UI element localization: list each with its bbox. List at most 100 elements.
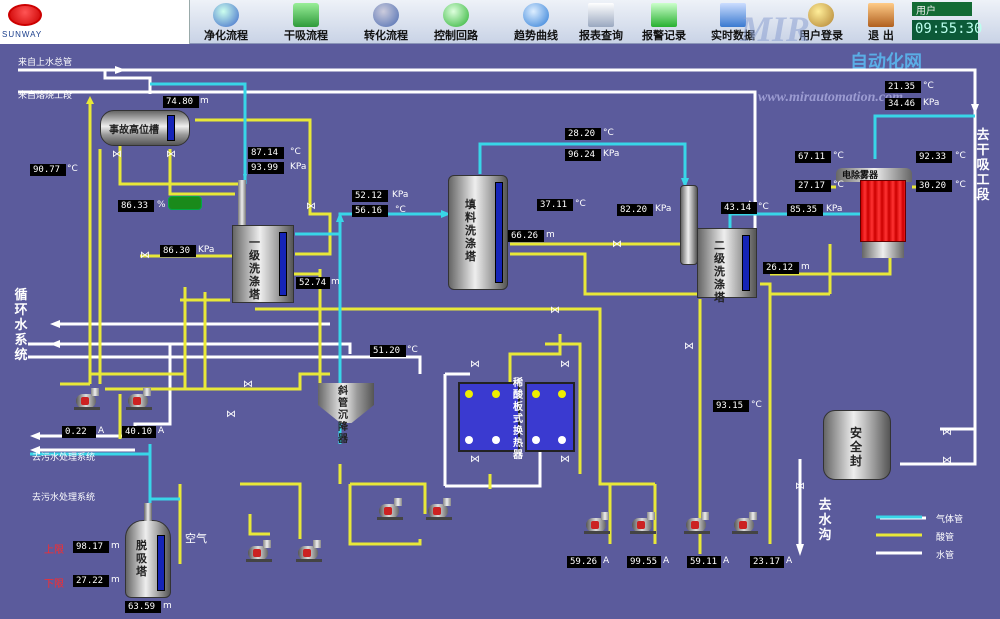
valve-icon[interactable]: ⋈: [942, 427, 952, 438]
exchanger-port: [558, 436, 566, 444]
pump-7[interactable]: [584, 512, 612, 534]
tower-level-bar: [157, 535, 165, 591]
esp-top-cap: [836, 168, 912, 182]
acid-pipes: [60, 102, 935, 564]
readout-pump-current: 40.10: [122, 426, 156, 438]
pump-1[interactable]: [74, 388, 102, 410]
electrostatic-mist-precipitator[interactable]: [860, 180, 906, 242]
nav-user-login[interactable]: 用户登录: [790, 0, 852, 44]
report-query-icon: [588, 3, 614, 27]
valve-icon[interactable]: ⋈: [560, 359, 570, 370]
gas-riser-pipe: [680, 185, 698, 265]
nav-control-loop[interactable]: 控制回路: [425, 0, 487, 44]
top-toolbar: SUNWAY 净化流程 干吸流程 转化流程 控制回路 趋势曲线 报表查询 报警记…: [0, 0, 1000, 44]
exchanger-port: [492, 390, 500, 398]
valve-icon[interactable]: ⋈: [470, 454, 480, 465]
trend-curve-icon: [523, 3, 549, 27]
pipe-label-air: 空气: [185, 532, 207, 545]
readout-pressure: 34.46: [885, 98, 921, 110]
nav-realtime-data[interactable]: 实时数据: [702, 0, 764, 44]
safety-seal-tank[interactable]: 安全封: [823, 410, 891, 480]
nav-report-query[interactable]: 报表查询: [570, 0, 632, 44]
valve-icon[interactable]: ⋈: [470, 359, 480, 370]
pipe-label-from-boiler: 来自熔烧工段: [18, 91, 73, 101]
exchanger-port: [465, 436, 473, 444]
system-clock: 09:55:30: [912, 20, 982, 40]
readout-tower-level: 26.12: [763, 262, 799, 274]
company-logo: SUNWAY: [0, 0, 190, 44]
pump-8[interactable]: [630, 512, 658, 534]
purify-flow-icon: [213, 3, 239, 27]
pipe-label-sewer-1: 去污水处理系统: [32, 453, 96, 463]
tower-inlet-nozzle: [238, 180, 246, 225]
nav-exit[interactable]: 退 出: [855, 0, 907, 44]
accident-high-tank[interactable]: 事故高位槽: [100, 110, 190, 146]
pump-4[interactable]: [426, 498, 454, 520]
pump-6[interactable]: [296, 540, 324, 562]
readout-temp: 90.77: [30, 164, 66, 176]
readout-pressure: 96.24: [565, 149, 601, 161]
pump-9[interactable]: [684, 512, 712, 534]
readout-temp: 93.15: [713, 400, 749, 412]
readout-temp: 92.33: [916, 151, 952, 163]
readout-temp: 30.20: [916, 180, 952, 192]
control-loop-icon: [443, 3, 469, 27]
user-login-icon: [808, 3, 834, 27]
readout-pressure: 52.12: [352, 190, 388, 202]
readout-pump-current: 59.26: [567, 556, 601, 568]
pipe-label-sewer-2: 去污水处理系统: [32, 493, 96, 503]
readout-tower-level: 52.74: [296, 277, 330, 289]
pump-5[interactable]: [246, 540, 274, 562]
realtime-data-icon: [720, 3, 746, 27]
regulating-valve-actuator[interactable]: [168, 196, 202, 210]
exchanger-label: 稀酸板式换热器: [513, 378, 523, 461]
legend-acid-pipe: 酸管: [936, 533, 955, 543]
nav-alarm-record[interactable]: 报警记录: [633, 0, 695, 44]
esp-bottom-cone: [862, 242, 904, 258]
exit-icon: [868, 3, 894, 27]
logo-brand-text: SUNWAY: [2, 30, 43, 39]
pump-10[interactable]: [732, 512, 760, 534]
valve-icon[interactable]: ⋈: [112, 149, 122, 160]
valve-icon[interactable]: ⋈: [243, 379, 253, 390]
valve-icon[interactable]: ⋈: [306, 201, 316, 212]
desorption-tower[interactable]: 脱吸塔: [125, 520, 171, 598]
valve-icon[interactable]: ⋈: [560, 454, 570, 465]
readout-temp: 51.20: [370, 345, 406, 357]
nav-purify-flow[interactable]: 净化流程: [195, 0, 257, 44]
valve-icon[interactable]: ⋈: [684, 341, 694, 352]
nav-trend-curve[interactable]: 趋势曲线: [505, 0, 567, 44]
readout-esp-voltage: 27.17: [795, 180, 831, 192]
readout-valve-opening: 86.33: [118, 200, 154, 212]
readout-temp: 21.35: [885, 81, 921, 93]
valve-icon[interactable]: ⋈: [226, 409, 236, 420]
exchanger-port: [465, 390, 473, 398]
nav-dry-absorb-flow[interactable]: 干吸流程: [275, 0, 337, 44]
pump-2[interactable]: [126, 388, 154, 410]
readout-pump-current: 0.22: [62, 426, 96, 438]
packed-wash-tower[interactable]: 填料洗涤塔: [448, 175, 508, 290]
valve-icon[interactable]: ⋈: [612, 239, 622, 250]
tower-level-bar: [495, 182, 503, 283]
logo-emblem: [8, 4, 42, 26]
alarm-record-icon: [651, 3, 677, 27]
valve-icon[interactable]: ⋈: [140, 250, 150, 261]
readout-pressure: 82.20: [617, 204, 653, 216]
valve-icon[interactable]: ⋈: [550, 305, 560, 316]
valve-icon[interactable]: ⋈: [166, 149, 176, 160]
readout-pump-current: 59.11: [687, 556, 721, 568]
nav-conversion-flow[interactable]: 转化流程: [355, 0, 417, 44]
readout-tower-level: 66.26: [508, 230, 544, 242]
readout-pump-current: 99.55: [627, 556, 661, 568]
valve-icon[interactable]: ⋈: [795, 481, 805, 492]
gas-pipes: [30, 82, 975, 504]
valve-icon[interactable]: ⋈: [942, 455, 952, 466]
tank-level-bar: [167, 115, 175, 141]
readout-pressure: 85.35: [787, 204, 823, 216]
secondary-wash-tower[interactable]: 二级洗涤塔: [697, 228, 757, 304]
legend-gas-pipe: 气体管: [936, 515, 964, 525]
exchanger-port: [532, 436, 540, 444]
pump-3[interactable]: [377, 498, 405, 520]
readout-temp: 56.16: [352, 205, 388, 217]
primary-wash-tower[interactable]: 一级洗涤塔: [232, 225, 294, 303]
